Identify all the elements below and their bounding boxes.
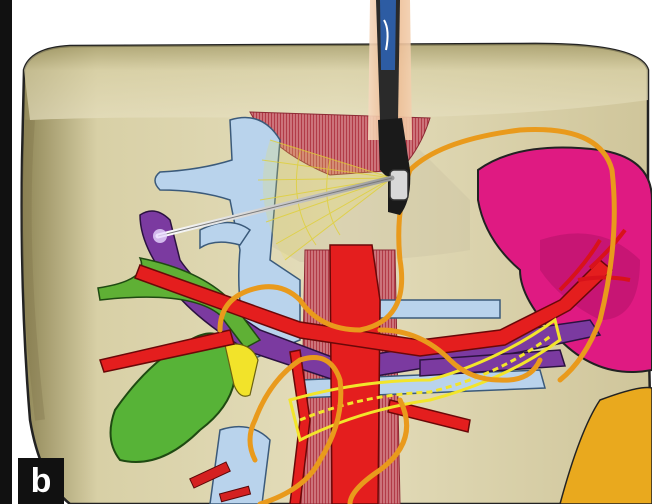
figure-border — [0, 0, 12, 504]
panel-label: b — [18, 458, 64, 504]
